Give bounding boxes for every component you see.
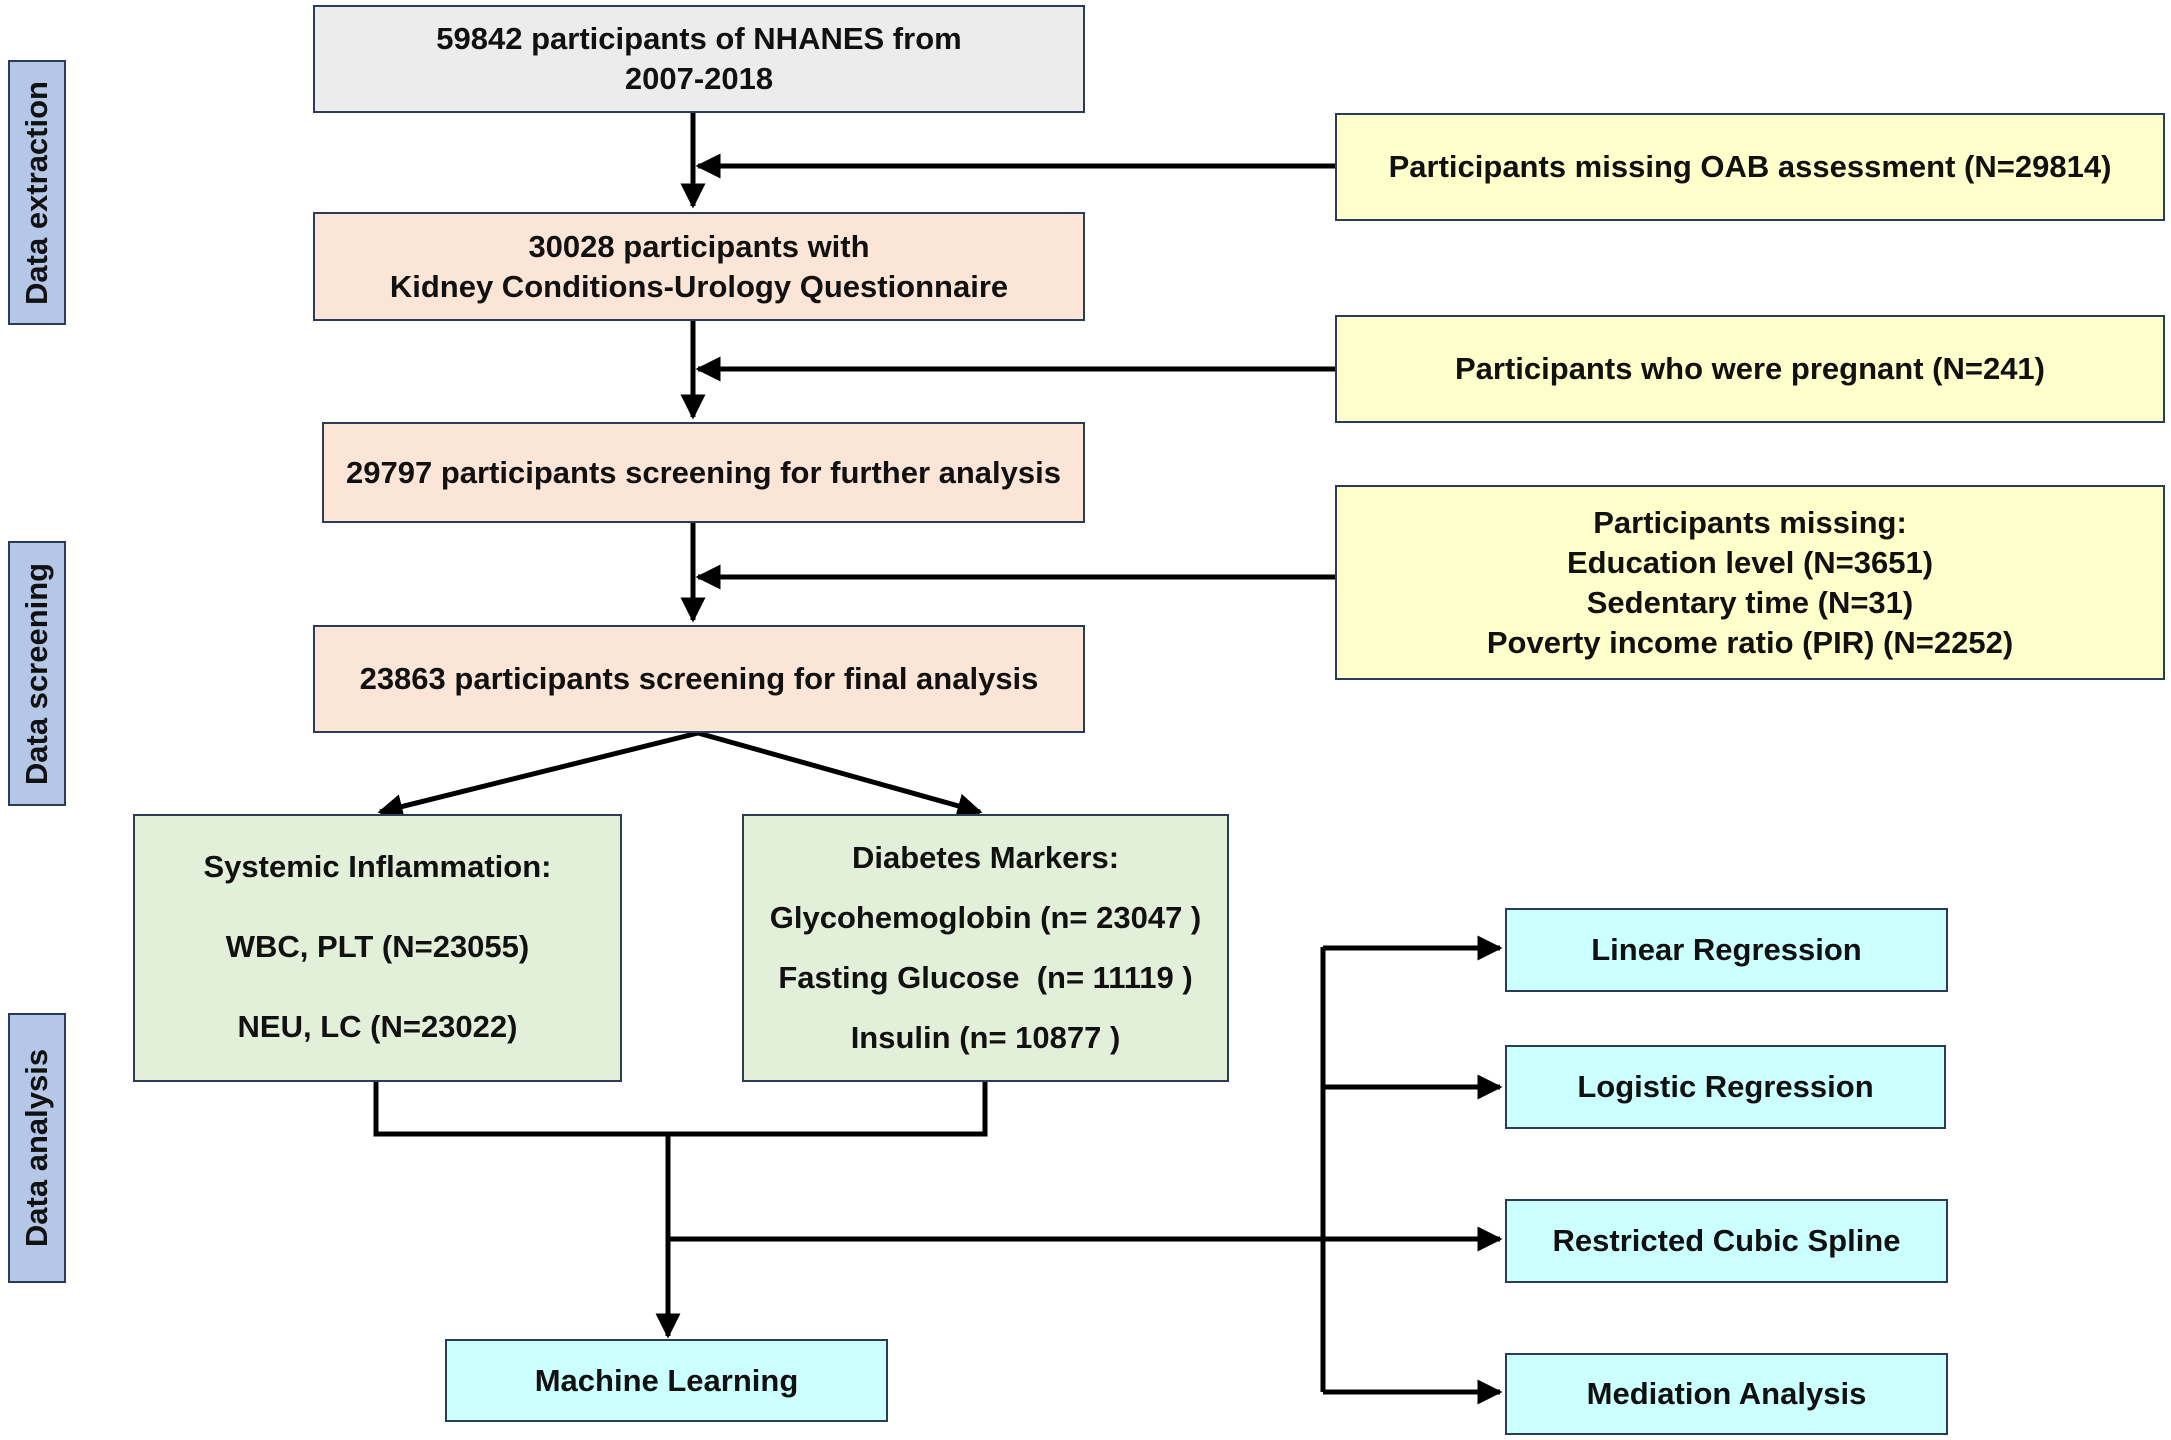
- box-machine-learning: Machine Learning: [445, 1339, 888, 1422]
- arrow-to-inflammation: [377, 730, 699, 819]
- machine-learning-text: Machine Learning: [534, 1362, 799, 1398]
- box-systemic-inflammation: Systemic Inflammation: WBC, PLT (N=23055…: [133, 814, 622, 1082]
- box-exclude-missing-pir: Poverty income ratio (PIR) (N=2252): [1486, 624, 2014, 660]
- linear-regression-text: Linear Regression: [1591, 932, 1862, 967]
- stage-label-analysis: Data analysis: [8, 1013, 66, 1283]
- stage-label-analysis-text: Data analysis: [19, 1048, 55, 1248]
- box-nhanes-participants: 59842 participants of NHANES from 2007-2…: [313, 5, 1085, 113]
- diabetes-item-1: Glycohemoglobin (n= 23047 ): [769, 900, 1202, 935]
- box-exclude-missing-education: Education level (N=3651): [1566, 544, 1934, 580]
- box-final-analysis-text: 23863 participants screening for final a…: [359, 661, 1039, 696]
- box-nhanes-line-1: 59842 participants of NHANES from: [436, 21, 962, 56]
- box-mediation-analysis: Mediation Analysis: [1505, 1353, 1948, 1435]
- box-urology-line-1: 30028 participants with: [528, 228, 870, 264]
- box-urology-line-2: Kidney Conditions-Urology Questionnaire: [389, 268, 1009, 304]
- box-exclude-oab-text: Participants missing OAB assessment (N=2…: [1388, 149, 2112, 184]
- stage-label-extraction: Data extraction: [8, 60, 66, 325]
- box-urology-questionnaire: 30028 participants with Kidney Condition…: [313, 212, 1085, 321]
- box-further-analysis: 29797 participants screening for further…: [322, 422, 1085, 523]
- box-nhanes-line-2: 2007-2018: [624, 61, 774, 96]
- box-further-analysis-text: 29797 participants screening for further…: [346, 454, 1061, 490]
- stage-label-extraction-text: Data extraction: [19, 80, 54, 305]
- arrow-to-diabetes: [697, 730, 983, 818]
- inflammation-item-2: NEU, LC (N=23022): [237, 1009, 518, 1044]
- box-logistic-regression: Logistic Regression: [1505, 1045, 1946, 1129]
- diabetes-title: Diabetes Markers:: [851, 840, 1120, 875]
- box-exclude-missing-title: Participants missing:: [1593, 504, 1907, 540]
- stage-label-screening-text: Data screening: [19, 562, 55, 785]
- diabetes-item-3: Insulin (n= 10877 ): [850, 1020, 1121, 1055]
- box-exclude-pregnant-text: Participants who were pregnant (N=241): [1454, 351, 2045, 386]
- mediation-analysis-text: Mediation Analysis: [1586, 1376, 1867, 1411]
- box-diabetes-markers: Diabetes Markers: Glycohemoglobin (n= 23…: [742, 814, 1229, 1082]
- inflammation-title: Systemic Inflammation:: [203, 849, 552, 884]
- box-restricted-cubic-spline: Restricted Cubic Spline: [1505, 1199, 1948, 1283]
- box-exclude-missing-sedentary: Sedentary time (N=31): [1586, 584, 1914, 620]
- box-linear-regression: Linear Regression: [1505, 908, 1948, 992]
- box-exclude-oab: Participants missing OAB assessment (N=2…: [1335, 113, 2165, 221]
- restricted-cubic-spline-text: Restricted Cubic Spline: [1552, 1223, 1901, 1258]
- diabetes-item-2: Fasting Glucose (n= 11119 ): [778, 960, 1193, 995]
- logistic-regression-text: Logistic Regression: [1577, 1069, 1874, 1104]
- inflammation-item-1: WBC, PLT (N=23055): [225, 929, 530, 964]
- merge-bracket: [373, 1082, 988, 1137]
- box-exclude-pregnant: Participants who were pregnant (N=241): [1335, 315, 2165, 423]
- box-final-analysis: 23863 participants screening for final a…: [313, 625, 1085, 733]
- stage-label-screening: Data screening: [8, 541, 66, 806]
- box-exclude-missing: Participants missing: Education level (N…: [1335, 485, 2165, 680]
